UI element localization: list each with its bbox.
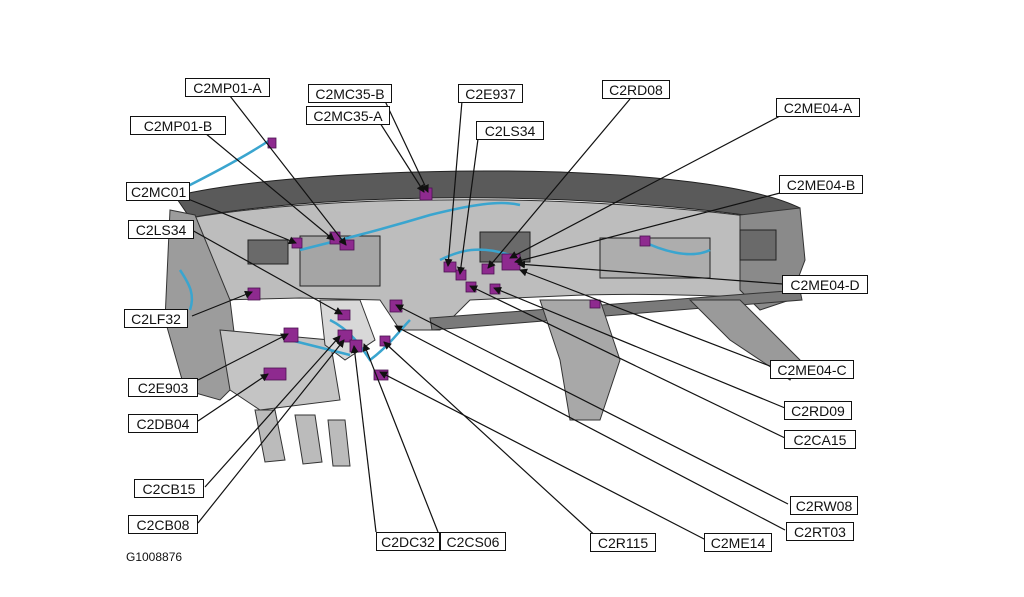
leader-c2mp01b xyxy=(204,132,335,241)
label-c2me04c: C2ME04-C xyxy=(770,360,854,379)
leader-c2r115 xyxy=(383,341,601,541)
label-c2me14: C2ME14 xyxy=(704,533,772,552)
connector-c2mp01a xyxy=(339,239,355,251)
connector-c2mc35 xyxy=(419,187,433,201)
leader-c2cb08 xyxy=(197,339,345,524)
label-c2ca15: C2CA15 xyxy=(784,430,856,449)
leader-c2ca15 xyxy=(469,285,786,439)
instrument-panel-illustration xyxy=(164,137,806,467)
leader-c2rt03 xyxy=(394,325,786,531)
leader-c2me04d xyxy=(517,260,784,285)
leader-c2rw08 xyxy=(395,304,789,505)
pedal-1 xyxy=(254,409,286,463)
leader-c2rd08 xyxy=(487,98,631,269)
connector-c2ls34 xyxy=(337,309,351,321)
leader-lines xyxy=(187,95,789,541)
pedal-2 xyxy=(294,414,323,465)
label-c2mc35b: C2MC35-B xyxy=(308,84,392,103)
label-c2rt03: C2RT03 xyxy=(786,522,854,541)
label-c2me04a: C2ME04-A xyxy=(776,98,860,117)
label-c2cb15: C2CB15 xyxy=(134,479,204,498)
leader-c2dc32 xyxy=(350,345,377,533)
leader-c2me04b xyxy=(514,192,781,265)
left-vent xyxy=(247,239,289,265)
connector-c2ls34-top xyxy=(455,269,467,281)
connector-c2me14 xyxy=(389,299,403,313)
leader-c2lf32 xyxy=(191,290,253,317)
figure-id: G1008876 xyxy=(126,550,183,564)
connector-c2r115 xyxy=(379,335,391,347)
label-c2ls34-top: C2LS34 xyxy=(476,121,544,140)
label-c2mp01b: C2MP01-B xyxy=(130,116,226,135)
label-c2cs06: C2CS06 xyxy=(440,532,506,551)
leader-c2ls34top xyxy=(456,138,479,275)
label-c2ls34-left: C2LS34 xyxy=(128,220,194,239)
pedal-3 xyxy=(327,419,351,467)
leader-c2me04a xyxy=(509,115,781,259)
connector-c2rd08 xyxy=(481,263,495,275)
label-c2e903: C2E903 xyxy=(128,378,198,397)
connector-right-a xyxy=(639,235,651,247)
label-c2me04d: C2ME04-D xyxy=(782,275,868,294)
label-c2rd08: C2RD08 xyxy=(602,80,670,99)
label-c2r115: C2R115 xyxy=(590,533,656,552)
leader-c2me04c xyxy=(519,268,776,369)
leader-c2e937 xyxy=(444,100,463,267)
leader-c2db04 xyxy=(197,373,269,422)
connector-c2e937 xyxy=(443,261,457,273)
leader-c2mp01a xyxy=(229,95,347,246)
right-vent xyxy=(739,229,777,261)
label-c2rd09: C2RD09 xyxy=(784,401,852,420)
label-c2cb08: C2CB08 xyxy=(128,515,198,534)
connector-c2dc32 xyxy=(349,339,363,353)
connector-right-b xyxy=(589,299,601,309)
connector-top-a xyxy=(267,137,277,149)
leader-c2mc35b xyxy=(384,100,429,193)
label-c2me04b: C2ME04-B xyxy=(779,175,863,194)
label-c2db04: C2DB04 xyxy=(128,414,198,433)
connectors xyxy=(247,137,651,381)
connector-c2lf32 xyxy=(247,287,261,301)
leader-c2cb15 xyxy=(204,335,341,488)
leader-c2e903 xyxy=(197,333,289,381)
label-c2dc32: C2DC32 xyxy=(376,532,440,551)
connector-c2mc01 xyxy=(291,237,303,249)
label-c2mp01a: C2MP01-A xyxy=(185,78,270,97)
label-c2lf32: C2LF32 xyxy=(124,309,188,328)
center-support-bracket xyxy=(539,299,621,421)
label-c2mc35a: C2MC35-A xyxy=(306,106,390,125)
leader-c2ls34left xyxy=(189,228,343,315)
leader-c2rd09 xyxy=(493,286,786,409)
leader-c2mc35a xyxy=(379,122,425,193)
label-c2mc01: C2MC01 xyxy=(126,182,190,201)
label-c2rw08: C2RW08 xyxy=(790,496,858,515)
label-c2e937: C2E937 xyxy=(458,84,523,103)
leader-c2mc01 xyxy=(187,198,297,245)
leader-c2cs06 xyxy=(362,343,439,533)
leader-c2me14 xyxy=(379,371,707,541)
